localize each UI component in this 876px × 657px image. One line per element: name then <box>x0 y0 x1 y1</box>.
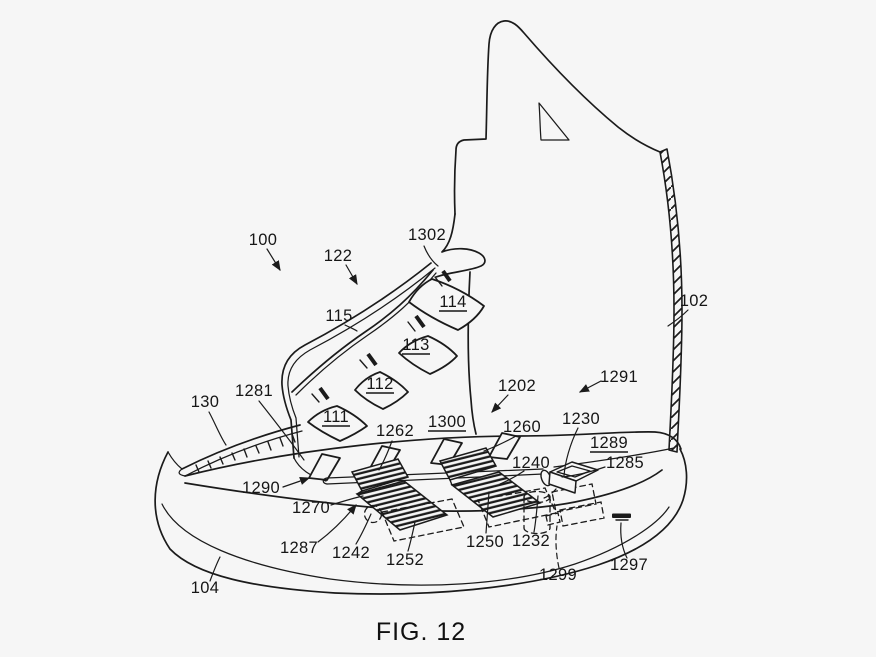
reference-labels: 100 122 1302 115 114 113 112 111 1281 13… <box>191 226 708 597</box>
ref-label-1230: 1230 <box>562 410 600 428</box>
ref-label-1270: 1270 <box>292 499 330 517</box>
figure-caption: FIG. 12 <box>376 618 466 646</box>
ref-label-102: 102 <box>680 292 708 310</box>
ref-label-115: 115 <box>325 307 352 325</box>
ref-label-1290: 1290 <box>242 479 280 497</box>
ref-label-104: 104 <box>191 579 219 597</box>
ref-label-1252: 1252 <box>386 551 424 569</box>
ref-label-122: 122 <box>324 247 352 265</box>
ref-label-1300: 1300 <box>428 413 466 431</box>
ref-label-1202: 1202 <box>498 377 536 395</box>
ref-label-130: 130 <box>191 393 219 411</box>
strap-114 <box>408 278 485 331</box>
ref-label-1291: 1291 <box>600 368 638 386</box>
ref-label-1260: 1260 <box>503 418 541 436</box>
ref-label-1299: 1299 <box>539 566 577 584</box>
back-seam-band <box>659 148 683 453</box>
ref-label-1232: 1232 <box>512 532 550 550</box>
ref-label-113: 113 <box>402 336 429 354</box>
upper-collar <box>453 20 661 215</box>
internal-housings <box>363 483 605 542</box>
anchor-tab <box>308 453 341 481</box>
strap-113 <box>398 335 458 375</box>
ref-label-114: 114 <box>439 293 466 311</box>
heel-module-1230 <box>540 461 599 494</box>
ref-label-112: 112 <box>366 375 393 393</box>
ref-label-1302: 1302 <box>408 226 446 244</box>
ref-label-1281: 1281 <box>235 382 273 400</box>
ref-label-111: 111 <box>323 408 349 426</box>
ref-label-1240: 1240 <box>512 454 550 472</box>
strap-112 <box>354 371 409 410</box>
toe-collar-stitch-ticks <box>195 433 296 473</box>
ref-label-1250: 1250 <box>466 533 504 551</box>
ref-label-100: 100 <box>249 231 277 249</box>
lacing-mechanism <box>308 432 631 542</box>
strap-connectors <box>311 269 452 403</box>
leader-lines <box>208 245 689 582</box>
ankle-triangle-cutout <box>538 102 570 141</box>
charging-port-1297 <box>612 513 631 521</box>
ref-label-1242: 1242 <box>332 544 370 562</box>
anchor-tab <box>488 432 521 460</box>
tension-belts <box>350 447 542 531</box>
ref-label-1262: 1262 <box>376 422 414 440</box>
ref-label-1297: 1297 <box>610 556 648 574</box>
ref-label-1285: 1285 <box>606 454 644 472</box>
ref-label-1289: 1289 <box>590 434 628 452</box>
ref-label-1287: 1287 <box>280 539 318 557</box>
strap-111 <box>307 405 368 442</box>
midsole <box>154 431 688 595</box>
toe-collar <box>178 424 303 477</box>
tension-straps <box>307 269 485 442</box>
